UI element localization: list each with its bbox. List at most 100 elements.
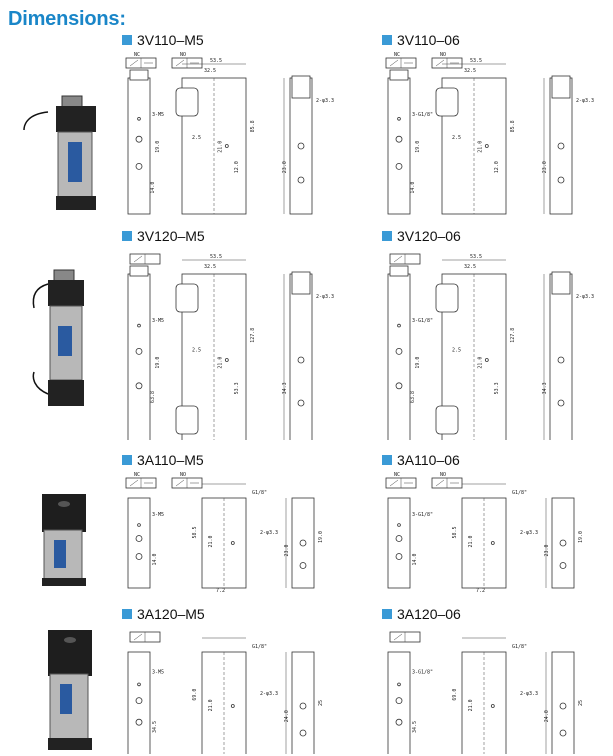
dimension-label: 2-φ3.3	[576, 98, 594, 104]
dimension-label: 23.0	[542, 161, 548, 173]
side-view-right	[545, 651, 575, 754]
page-title: Dimensions:	[8, 8, 126, 30]
dimension-label: 14.0	[410, 182, 416, 194]
dimension-label: 53.3	[494, 382, 500, 394]
dimension-label: 23.0	[282, 161, 288, 173]
side-view-right	[543, 271, 573, 440]
section-header: 3V120–06	[382, 228, 461, 244]
dimension-label: 53.3	[234, 382, 240, 394]
dimension-label: 19.0	[155, 141, 161, 153]
bullet-square-icon	[382, 35, 392, 45]
dimension-drawing: 53.532.5127.82.519.063.821.027.034.313.0…	[127, 253, 334, 440]
side-view-right	[283, 75, 313, 215]
dimension-label: 32.5	[204, 264, 216, 270]
dimension-label: 58.5	[192, 526, 198, 538]
front-view	[435, 63, 507, 215]
bullet-square-icon	[122, 455, 132, 465]
side-view-left	[127, 265, 151, 440]
product-photo-3a120	[48, 630, 92, 750]
dimension-section-3a120-m5: 3A120–M5 69.0G1/8"21.027.024.013.018.02.…	[122, 606, 358, 754]
dimension-label: 2-φ3.3	[520, 530, 538, 536]
dimension-label: 14.0	[412, 553, 418, 565]
side-view-left	[387, 265, 411, 440]
dimension-label: 63.8	[150, 391, 156, 403]
valve-symbol-label: NC	[394, 52, 400, 58]
dimension-label: 3-M5	[152, 112, 164, 118]
front-view	[175, 259, 247, 440]
section-header: 3A110–06	[382, 452, 460, 468]
dimension-label: 85.8	[510, 120, 516, 132]
dimension-label: 32.5	[204, 68, 216, 74]
dimension-label: 34.3	[282, 382, 288, 394]
valve-symbol	[129, 253, 161, 265]
front-view	[435, 259, 507, 440]
front-view	[461, 483, 507, 589]
dimension-label: 53.5	[470, 58, 482, 64]
front-view	[175, 63, 247, 215]
dimension-label: 24.0	[544, 710, 550, 722]
product-photo-3v120	[32, 269, 84, 406]
section-header: 3V110–06	[382, 32, 460, 48]
section-title: 3A120–M5	[137, 606, 205, 622]
dimension-drawing: NCNO58.5G1/8"21.027.023.013.018.07.22-φ3…	[125, 472, 324, 592]
section-header: 3A120–06	[382, 606, 461, 622]
dimension-label: 2.5	[452, 135, 461, 141]
valve-symbol	[389, 631, 421, 643]
dimension-label: 25	[318, 700, 324, 706]
section-title: 3A110–06	[397, 452, 460, 468]
dimension-label: 21.0	[208, 699, 214, 711]
section-header: 3V110–M5	[122, 32, 204, 48]
dimension-label: 2-φ3.3	[520, 691, 538, 697]
dimension-label: G1/8"	[512, 644, 527, 650]
dimension-label: 3-G1/8"	[412, 318, 433, 324]
valve-symbol-label: NO	[440, 472, 446, 478]
dimension-label: 7.2	[476, 588, 485, 592]
side-view-left	[127, 497, 151, 589]
dimension-drawing: 69.0G1/8"21.027.024.013.018.02.02-φ3.33-…	[127, 631, 324, 754]
side-view-right	[285, 651, 315, 754]
dimension-label: 69.0	[452, 689, 458, 701]
product-photo-3v110	[23, 95, 96, 210]
dimension-label: 12.0	[234, 161, 240, 173]
bullet-square-icon	[382, 609, 392, 619]
section-title: 3A110–M5	[137, 452, 204, 468]
dimension-label: 127.8	[510, 328, 516, 343]
front-view	[201, 483, 247, 589]
dimension-label: G1/8"	[252, 644, 267, 650]
bullet-square-icon	[122, 231, 132, 241]
dimension-drawing: 69.0G1/8"21.027.024.013.018.02.02-φ3.33-…	[387, 631, 584, 754]
dimension-label: 58.5	[452, 526, 458, 538]
dimension-drawing: 53.532.5127.82.519.063.821.027.034.313.0…	[387, 253, 594, 440]
valve-symbol-nc: NC	[385, 52, 417, 69]
dimension-label: 19.0	[415, 141, 421, 153]
dimension-label: 2-φ3.3	[260, 691, 278, 697]
valve-symbol	[389, 253, 421, 265]
dimension-label: 85.8	[250, 120, 256, 132]
dimension-label: 19.0	[578, 531, 584, 543]
valve-symbol-no: NO	[171, 52, 203, 69]
section-header: 3A120–M5	[122, 606, 205, 622]
dimension-label: 69.0	[192, 689, 198, 701]
dimension-label: 2-φ3.3	[316, 98, 334, 104]
dimension-label: 19.0	[318, 531, 324, 543]
dimension-label: 2.5	[452, 347, 461, 353]
dimension-label: 21.0	[468, 535, 474, 547]
dimension-label: 53.5	[210, 254, 222, 260]
side-view-left	[387, 69, 411, 215]
valve-symbol-label: NO	[180, 472, 186, 478]
side-view-right	[283, 271, 313, 440]
valve-symbol-no: NO	[431, 52, 463, 69]
dimension-label: 2.5	[192, 135, 201, 141]
dimension-label: 3-G1/8"	[412, 670, 433, 676]
dimension-label: 34.3	[542, 382, 548, 394]
dimension-label: 2.5	[192, 347, 201, 353]
dimension-label: 53.5	[470, 254, 482, 260]
dimension-label: 21.0	[208, 535, 214, 547]
side-view-left	[127, 69, 151, 215]
dimension-label: 2-φ3.3	[260, 530, 278, 536]
side-view-left	[387, 497, 411, 589]
section-header: 3A110–M5	[122, 452, 204, 468]
dimension-label: 19.0	[415, 357, 421, 369]
dimension-label: 12.0	[494, 161, 500, 173]
section-title: 3V120–06	[397, 228, 461, 244]
